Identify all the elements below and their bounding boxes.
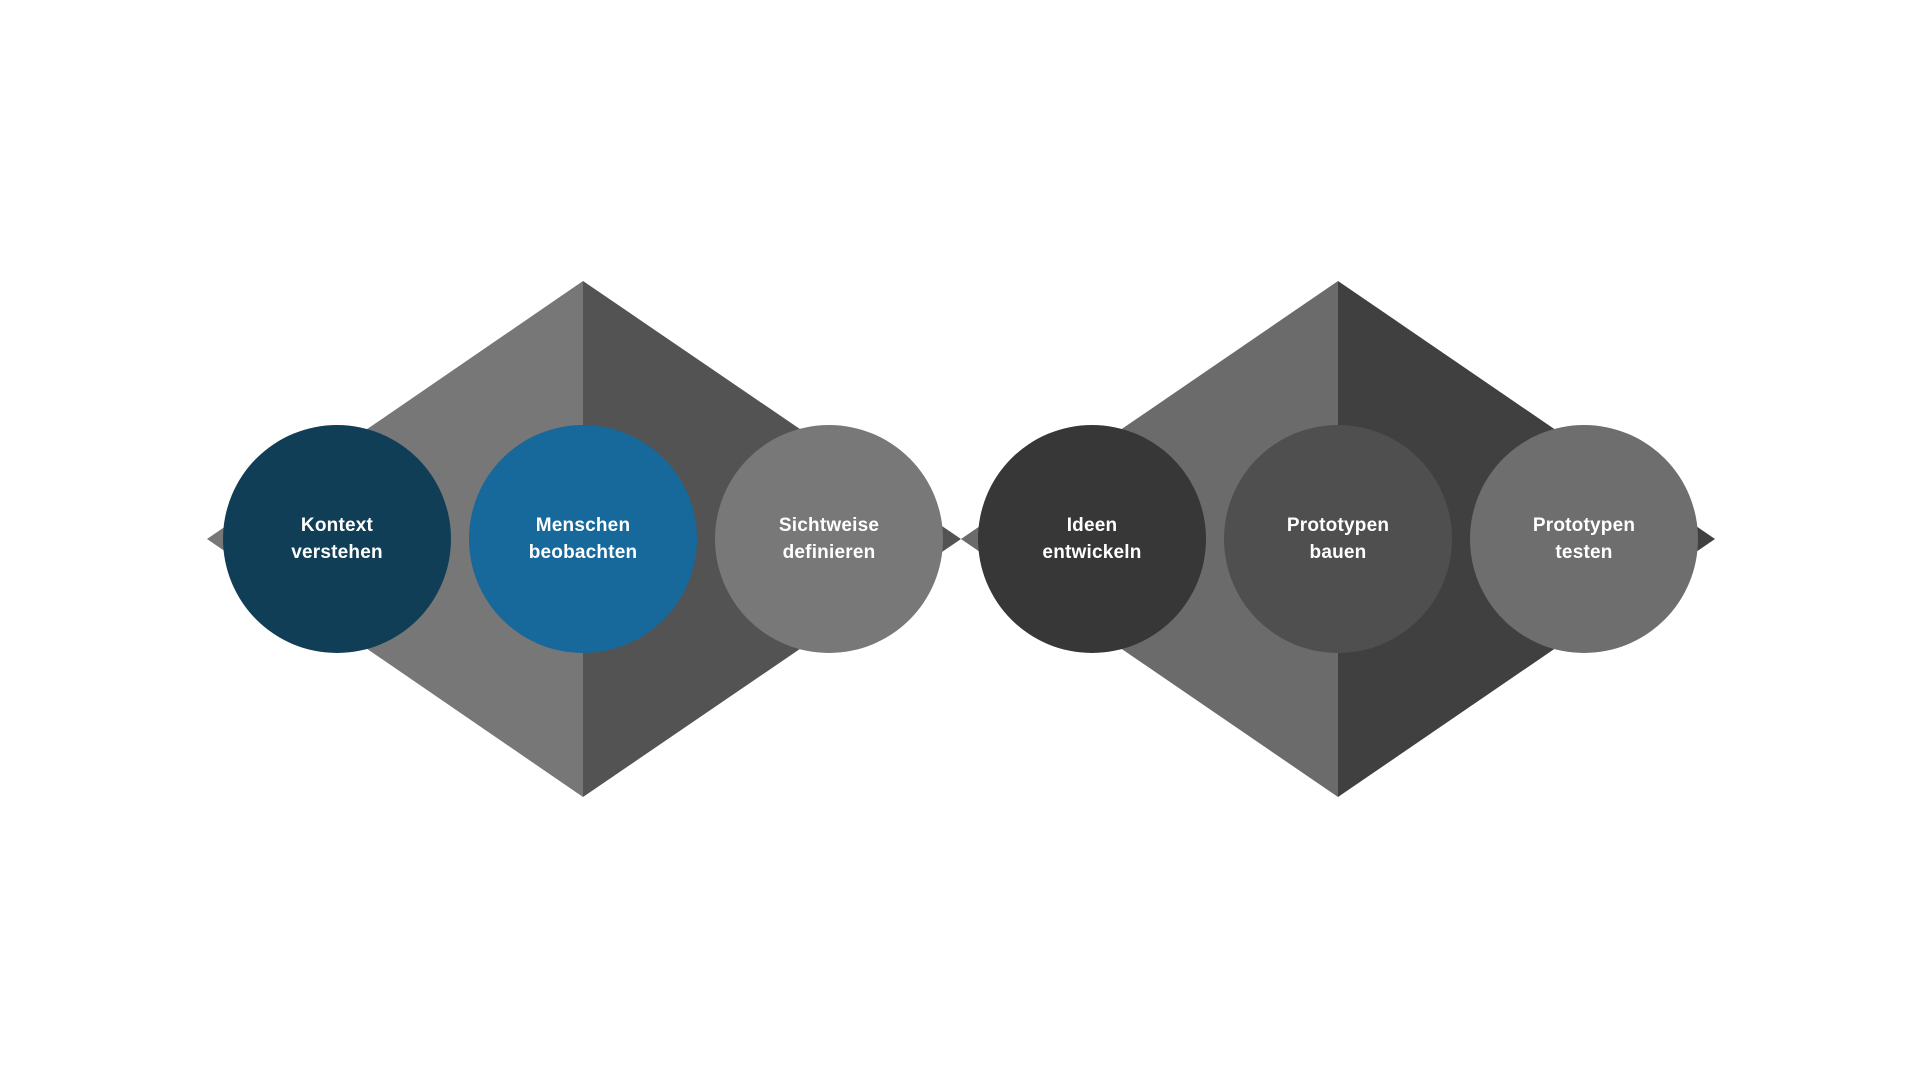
stage-label: Ideen entwickeln <box>1042 515 1142 563</box>
stage-circle-prototypen-bauen: Prototypen bauen <box>1224 425 1452 653</box>
stage-circle-ideen-entwickeln: Ideen entwickeln <box>978 425 1206 653</box>
stage-circle-sichtweise-definieren: Sichtweise definieren <box>715 425 943 653</box>
stage-label: Prototypen testen <box>1532 515 1636 563</box>
stage-label: Menschen beobachten <box>528 515 638 563</box>
stage-label: Kontext verstehen <box>291 515 383 563</box>
stage-circle-menschen-beobachten: Menschen beobachten <box>469 425 697 653</box>
stage-circle-kontext-verstehen: Kontext verstehen <box>223 425 451 653</box>
stage-circle-prototypen-testen: Prototypen testen <box>1470 425 1698 653</box>
stage-label: Sichtweise definieren <box>778 515 880 563</box>
stage-label: Prototypen bauen <box>1286 515 1390 563</box>
